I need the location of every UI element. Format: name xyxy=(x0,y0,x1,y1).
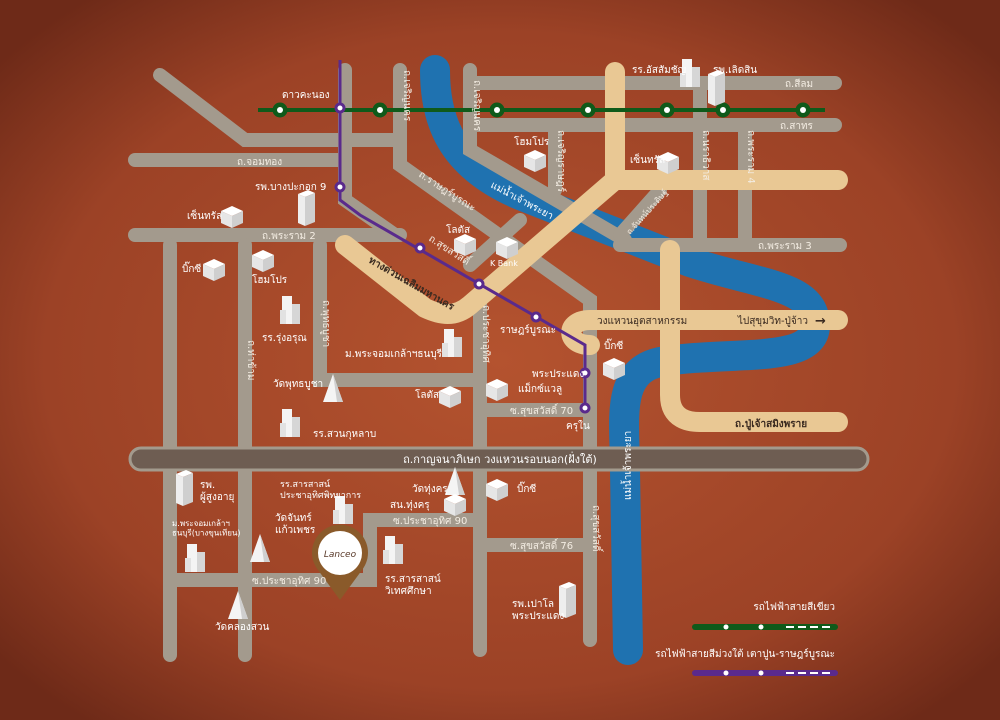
river-label: แม่น้ำเจ้าพระยา xyxy=(620,431,634,500)
road-label: ถ.เจริญนคร xyxy=(401,70,412,122)
road-label: ถ.ปู่เจ้าสมิงพราย xyxy=(735,418,807,431)
station-label: ครุใน xyxy=(566,420,590,432)
place-label: วัดคลองสวน xyxy=(215,622,270,633)
place-label: รร.รุ่งอรุณ xyxy=(262,333,307,344)
road-label: ถ.ประชาอุทิศ xyxy=(480,305,491,363)
legend-green-label: รถไฟฟ้าสายสีเขียว xyxy=(753,601,835,613)
place-label: วัดพุทธบูชา xyxy=(273,379,323,390)
place-label: บิ๊กซี xyxy=(517,481,536,495)
place-label: รร.อัสสัมชัญ xyxy=(632,65,686,76)
road-label: ถ.สีลม xyxy=(785,78,813,90)
green-line xyxy=(258,102,825,118)
station-label: ราษฎร์บูรณะ xyxy=(500,324,556,336)
station-label: ดาวคะนอง xyxy=(282,90,330,101)
place-label: โฮมโปร xyxy=(514,135,550,148)
place-label: โฮมโปร xyxy=(252,273,288,286)
road-label: ถ.พระราม 2 xyxy=(262,231,316,242)
place-label: บิ๊กซี xyxy=(182,261,201,275)
arrow-right-icon: → xyxy=(815,314,826,329)
road-label: ถ.พุทธบูชา xyxy=(320,300,331,347)
place-label: เซ็นทรัล xyxy=(187,208,222,222)
road-label: ซ.สุขสวัสดิ์ 76 xyxy=(510,538,573,552)
road-label: ซ.ประชาอุทิศ 90 xyxy=(393,516,467,527)
place-label: รพ.เลิดสิน xyxy=(713,65,757,76)
road-label: ถ.จอมทอง xyxy=(237,157,282,168)
place-label: วัดจันทร์แก้วเพชร xyxy=(275,512,316,536)
road-label: ไปสุขุมวิท-ปู่จ้าว xyxy=(737,315,808,327)
place-label: แม็กซ์แวลู xyxy=(518,381,562,395)
road-label: ซ.สุขสวัสดิ์ 70 xyxy=(510,403,573,417)
road-label: วงแหวนอุตสาหกรรม xyxy=(597,316,687,327)
place-label: โลตัส xyxy=(446,223,470,236)
place-label: รร.สารสาสน์วิเทศศึกษา xyxy=(385,573,441,597)
road-label: ถ.พระราม 3 xyxy=(758,241,812,252)
road-label: ซ.ประชาอุทิศ 90 xyxy=(252,576,326,587)
place-label: เซ็นทรัล xyxy=(630,152,665,166)
roads xyxy=(128,63,847,662)
place-labels: รร.อัสสัมชัญ รพ.เลิดสิน โฮมโปร เซ็นทรัล … xyxy=(172,65,757,633)
place-label: รพ.ผู้สูงอายุ xyxy=(200,480,234,503)
road-label: ถ.เจริญนคร xyxy=(471,80,482,132)
project-location-pin[interactable]: Lanceo xyxy=(312,524,368,600)
legend-purple-label: รถไฟฟ้าสายสีม่วงใต้ เตาปูน-ราษฎร์บูรณะ xyxy=(655,648,835,660)
road-label: ถ.เจริญราษฎร์ xyxy=(555,130,567,193)
road-label: ถ.สุขสวัสดิ์ xyxy=(590,505,604,553)
place-label: รร.สวนกุหลาบ xyxy=(313,429,376,440)
road-label: ถ.ท่าข้าม xyxy=(245,340,257,380)
place-label: รพ.บางปะกอก 9 xyxy=(255,182,326,193)
place-label: บิ๊กซี xyxy=(604,338,623,352)
legend: รถไฟฟ้าสายสีเขียว รถไฟฟ้าสายสีม่วงใต้ เต… xyxy=(655,601,838,676)
station-label: พระประแดง xyxy=(532,369,584,380)
place-label: โลตัส xyxy=(415,388,439,401)
road-label: ถ.สาทร xyxy=(780,121,814,132)
place-label: รพ.เปาโลพระประแดง xyxy=(512,597,564,622)
place-label: สน.ทุ่งครุ xyxy=(390,500,430,511)
road-label: ถ.พระราม 4 xyxy=(745,130,756,184)
project-logo: Lanceo xyxy=(324,550,357,560)
road-label: ถ.กาญจนาภิเษก วงแหวนรอบนอก(ฝั่งใต้) xyxy=(403,451,597,466)
kanchanaphisek-road xyxy=(128,446,870,472)
station-labels: ดาวคะนอง ราษฎร์บูรณะ พระประแดง ครุใน xyxy=(282,90,590,432)
place-label: รร.สารสาสน์ประชาอุทิศพิทยาการ xyxy=(280,478,361,501)
place-label: วัดทุ่งครุ xyxy=(412,484,448,495)
purple-line xyxy=(334,60,591,414)
place-label: K Bank xyxy=(490,259,518,268)
place-label: ม.พระจอมเกล้าฯธนบุรี(บางขุนเทียน) xyxy=(172,519,241,538)
road-label: ถ.นราธิวาส xyxy=(700,130,711,181)
place-label: ม.พระจอมเกล้าฯธนบุรี xyxy=(345,348,443,360)
